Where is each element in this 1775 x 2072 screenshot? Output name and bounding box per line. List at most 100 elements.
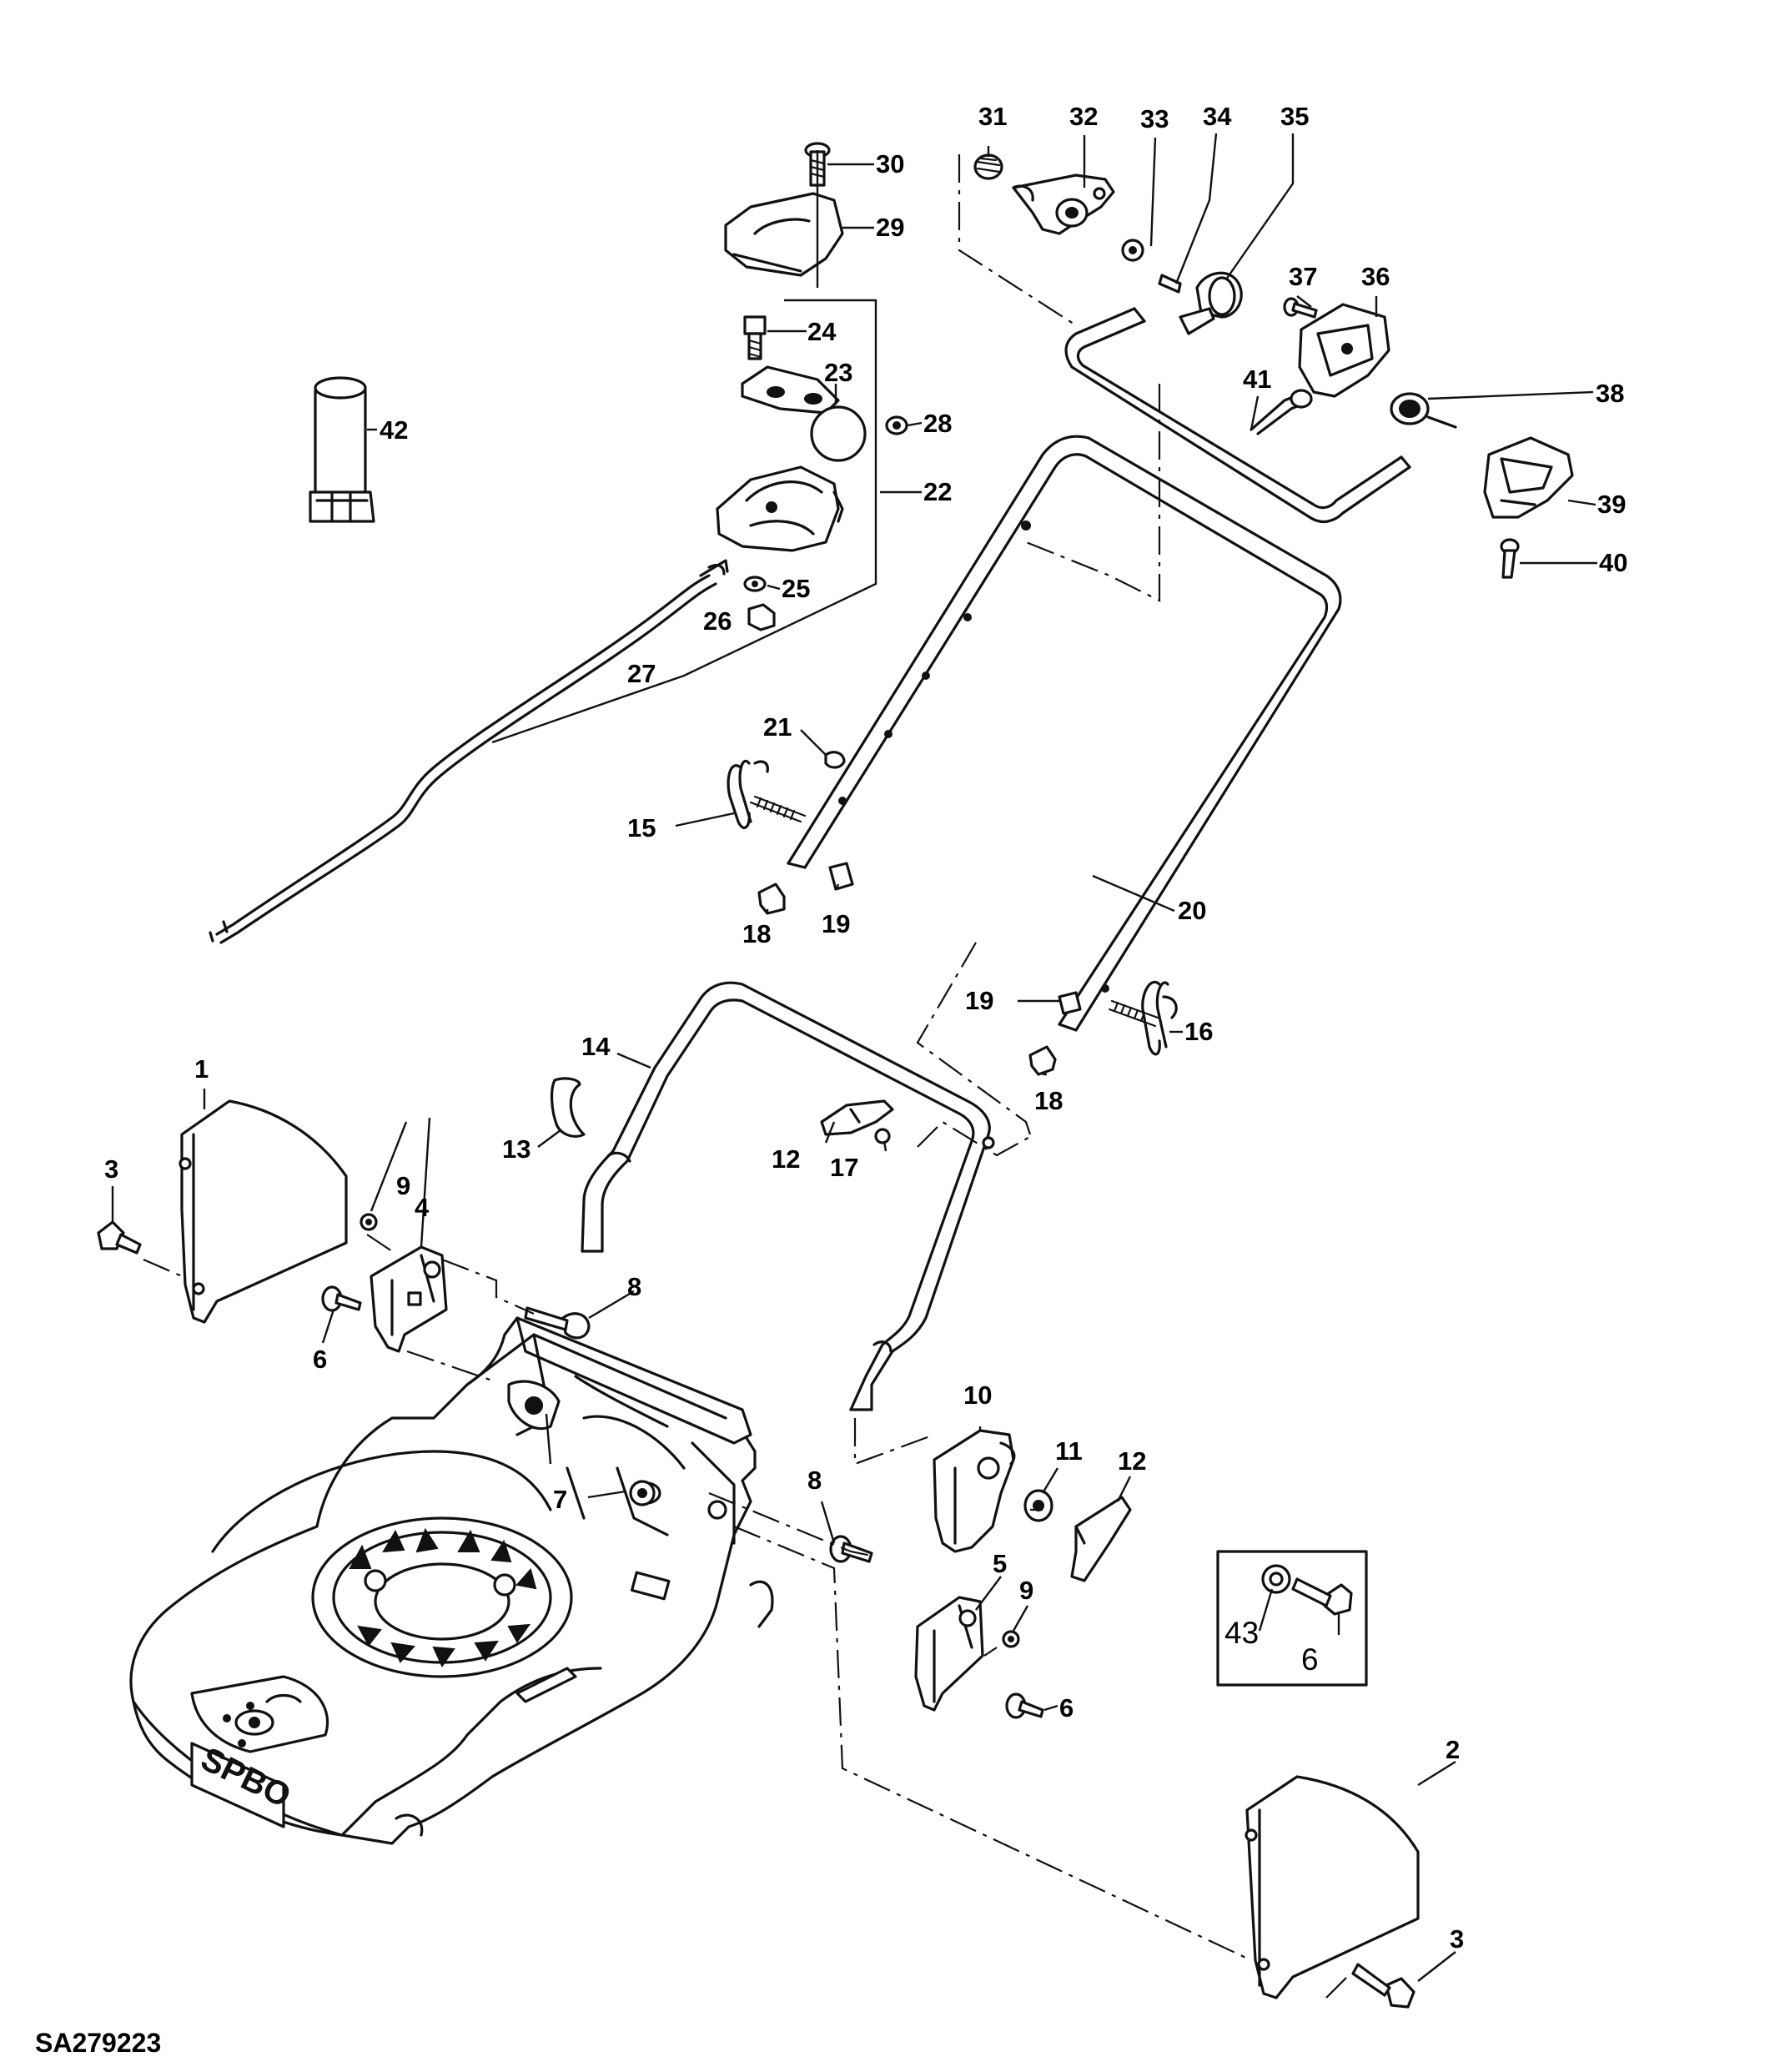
callout-20: 20 <box>1178 896 1206 925</box>
part-33-washer <box>1121 239 1144 262</box>
part-22-bracket <box>491 150 877 744</box>
callout-34: 34 <box>1203 102 1232 131</box>
part-18-bush-upper <box>757 883 786 915</box>
callout-23: 23 <box>824 358 852 387</box>
callout-10: 10 <box>963 1380 992 1410</box>
part-20-upper-handle <box>787 435 1342 1032</box>
part-40-screw <box>1500 538 1520 579</box>
part-23-ball <box>810 405 867 462</box>
callout-36: 36 <box>1361 262 1390 291</box>
callout-17: 17 <box>830 1153 858 1182</box>
part-42-socket-tube <box>309 376 375 523</box>
callout-22: 22 <box>923 477 952 506</box>
callout-2: 2 <box>1446 1735 1460 1764</box>
part-3-bolt-left <box>97 1220 142 1255</box>
part-24-bolt <box>743 315 767 360</box>
mower-deck: SPBO <box>129 1316 774 1845</box>
part-32-lever <box>1012 174 1115 235</box>
part-1-side-plate <box>179 1099 348 1324</box>
part-13-cable-clip <box>551 1077 586 1138</box>
part-8-bolt-lower <box>829 1535 873 1563</box>
callout-41: 41 <box>1243 365 1271 394</box>
callout-16: 16 <box>1184 1017 1213 1046</box>
callout-13: 13 <box>502 1134 530 1164</box>
callout-26: 26 <box>703 606 732 636</box>
part-28-nut <box>885 415 908 435</box>
callout-39: 39 <box>1597 490 1626 519</box>
part-37-screw <box>1283 297 1318 319</box>
part-39-grip-end <box>1483 436 1574 519</box>
part-18-bush-lower <box>1028 1045 1057 1076</box>
part-11-spacer <box>1023 1489 1053 1522</box>
part-4-handle-bracket <box>370 1245 448 1353</box>
callout-25: 25 <box>782 574 810 603</box>
callout-6b: 6 <box>1059 1693 1074 1722</box>
callout-9b: 9 <box>1019 1576 1033 1605</box>
callout-38: 38 <box>1596 379 1624 408</box>
callout-12: 12 <box>772 1144 800 1174</box>
part-27-control-cable <box>209 559 729 944</box>
callout-37: 37 <box>1289 262 1317 291</box>
callout-3b: 3 <box>1450 1924 1464 1954</box>
part-12-knob-lower <box>1070 1496 1132 1582</box>
callout-30: 30 <box>876 149 904 179</box>
callout-15: 15 <box>627 813 656 842</box>
part-16-hook-bolt <box>1108 980 1178 1056</box>
part-41-cable-end <box>1250 389 1313 435</box>
part-38-spring <box>1390 392 1457 429</box>
part-6-bolt-upper <box>321 1285 362 1312</box>
callout-8b: 8 <box>807 1466 822 1495</box>
part-31-spring <box>973 153 1003 180</box>
part-2-side-plate <box>1245 1775 1420 1999</box>
part-5-handle-bracket <box>914 1596 984 1712</box>
callout-24: 24 <box>807 317 837 346</box>
callout-3: 3 <box>104 1154 118 1184</box>
callout-5: 5 <box>993 1549 1007 1578</box>
leader-lines <box>111 133 1597 1982</box>
callout-35: 35 <box>1280 102 1309 131</box>
part-19-bush-upper <box>828 862 854 891</box>
part-15-hook-bolt <box>727 759 807 829</box>
callout-11: 11 <box>1055 1436 1083 1466</box>
part-8-bolt-upper <box>524 1306 591 1340</box>
part-35-bail-bar <box>1064 307 1411 524</box>
callout-42: 42 <box>380 415 408 445</box>
part-35-grip <box>1179 271 1243 335</box>
part-36-switch-housing <box>1298 303 1390 398</box>
callout-18: 18 <box>742 919 771 948</box>
callout-7: 7 <box>553 1485 567 1514</box>
part-22-throttle-body <box>716 465 844 552</box>
callout-labels: 31 32 33 34 35 30 29 37 36 24 23 41 38 2… <box>35 102 1627 2058</box>
part-17-washer <box>874 1128 891 1144</box>
callout-8: 8 <box>627 1272 641 1301</box>
part-7-nut <box>629 1480 656 1506</box>
part-10-handle-bracket <box>933 1429 1016 1553</box>
part-21-pin <box>824 751 846 769</box>
part-19-bush-lower <box>1058 991 1082 1015</box>
alignment-lines <box>143 154 1352 1999</box>
part-3-bolt-right <box>1351 1963 1415 2009</box>
callout-32: 32 <box>1069 102 1098 131</box>
callout-19: 19 <box>822 909 850 938</box>
callout-14: 14 <box>581 1032 611 1061</box>
callout-29: 29 <box>876 213 904 242</box>
callout-1: 1 <box>194 1054 209 1084</box>
callout-6c: 6 <box>1301 1642 1319 1677</box>
callout-43: 43 <box>1224 1616 1259 1650</box>
part-25-washer <box>743 576 767 592</box>
part-29-cover <box>724 192 844 277</box>
callout-27: 27 <box>627 659 656 688</box>
callout-9: 9 <box>396 1171 410 1200</box>
callout-12-lower: 12 <box>1118 1446 1146 1476</box>
part-26-nut <box>747 603 776 631</box>
callout-6: 6 <box>313 1345 327 1374</box>
callout-28: 28 <box>923 409 952 438</box>
callout-4: 4 <box>415 1193 430 1222</box>
callout-31: 31 <box>978 102 1007 131</box>
callout-18b: 18 <box>1034 1086 1063 1115</box>
part-34-pin <box>1158 274 1182 294</box>
callout-19b: 19 <box>965 986 993 1015</box>
inset-box-part-43 <box>1216 1550 1368 1687</box>
part-14-lower-handle <box>581 981 995 1411</box>
